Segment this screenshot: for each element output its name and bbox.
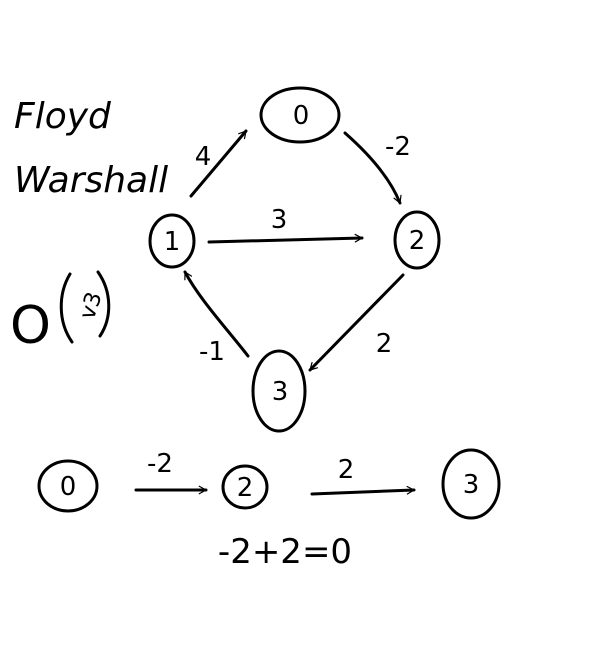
edge-2-to-3-weight: 2 — [376, 329, 393, 359]
path-edge-2-to-3 — [310, 485, 416, 496]
edge-1-to-0 — [189, 129, 248, 198]
complexity-base: O — [10, 296, 51, 356]
edge-2-to-3 — [308, 273, 405, 372]
title-warshall: Warshall — [14, 160, 168, 201]
complexity-notation: O v3 — [10, 270, 111, 356]
graph-node-1: 1 — [148, 213, 196, 269]
edge-3-to-1-weight: -1 — [199, 337, 225, 367]
edge-1-to-2-weight: 3 — [271, 205, 288, 235]
path-node-3-label: 3 — [463, 470, 480, 500]
open-paren — [59, 272, 74, 344]
title-floyd: Floyd — [14, 96, 112, 137]
edge-1-to-2 — [207, 233, 364, 244]
path-node-2-label: 2 — [237, 473, 254, 503]
close-paren — [96, 270, 111, 338]
graph-node-2: 2 — [393, 210, 441, 270]
graph-node-0-label: 0 — [293, 101, 310, 131]
path-edge-2-to-3-weight: 2 — [338, 455, 355, 485]
path-equation: -2+2=0 — [218, 532, 352, 572]
path-node-3: 3 — [441, 448, 501, 520]
path-node-2: 2 — [221, 464, 269, 510]
path-edge-0-to-2-weight: -2 — [147, 449, 173, 479]
path-node-0-label: 0 — [60, 472, 77, 502]
graph-node-3-label: 3 — [272, 377, 289, 407]
graph-node-2-label: 2 — [409, 226, 426, 256]
edge-0-to-2-weight: -2 — [385, 132, 411, 162]
graph-node-3: 3 — [251, 349, 307, 433]
complexity-exponent: v3 — [75, 289, 107, 322]
graph-node-1-label: 1 — [164, 227, 181, 257]
edge-3-to-1 — [183, 270, 250, 358]
path-node-0: 0 — [37, 459, 99, 513]
edge-0-to-2 — [343, 131, 402, 205]
graph-node-0: 0 — [259, 86, 341, 144]
edge-1-to-0-weight: 4 — [195, 142, 212, 172]
